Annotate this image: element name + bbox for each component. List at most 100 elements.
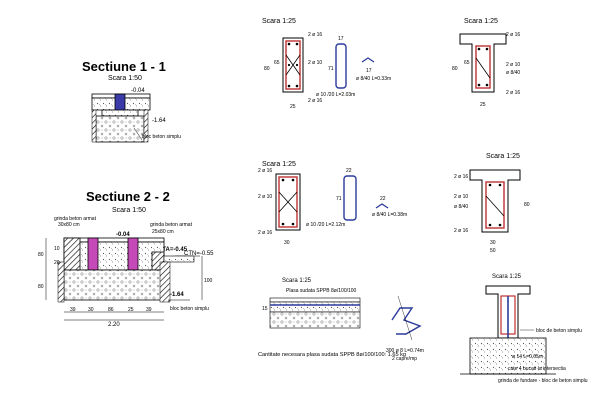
beam-a-bar3: 2 ø 16	[308, 98, 322, 104]
beam-detail-d: Scara 1:25 2 ø 16 2 ø 10 ø 8/40 2 ø 16 8…	[454, 153, 530, 254]
beam-c-hook-shape	[375, 203, 389, 209]
beam-c-dim30: 30	[284, 240, 290, 246]
ctn-label: CTN=-0.55	[184, 251, 214, 257]
found-scale: Scara 1:25	[492, 274, 522, 280]
beam-a-bar1: 2 ø 16	[308, 32, 322, 38]
chair-shape	[391, 307, 422, 335]
beam-c-detail: ø 8/40 L=0.38m	[372, 212, 407, 218]
grinda2-dim: 25x80 cm	[152, 229, 174, 235]
slab-dim: 15	[262, 306, 268, 312]
beam-a-scale: Scara 1:25	[262, 18, 296, 25]
beam-d-bar1: 2 ø 16	[454, 174, 468, 180]
section-2-beton-label: bloc beton simplu	[170, 306, 209, 312]
beam-a-stirrup-shape	[335, 43, 347, 89]
foundation-2	[63, 269, 165, 301]
soil-left	[91, 109, 97, 143]
section-1-1: Sectiune 1 - 1 Scara 1:50 -0.04 -1.64 bl…	[82, 59, 181, 143]
beam-detail-b: Scara 1:25 2 ø 16 2 ø 10 ø 8/40 2 ø 16 8…	[452, 18, 520, 108]
left-hatched-wall	[63, 237, 81, 271]
section-1-scale: Scara 1:50	[108, 75, 142, 82]
beam-c-stirrup-shape	[343, 175, 357, 221]
grinda1-label: grinda beton armat	[54, 216, 97, 222]
beam-d-scale: Scara 1:25	[486, 153, 520, 160]
beam-c-bar2: 2 ø 10	[258, 194, 272, 200]
found-label2: ø 14 L=0.65m	[512, 354, 543, 360]
beam-c-stirrup	[278, 176, 298, 228]
section-2-2: Sectiune 2 - 2 Scara 1:50 grinda beton a…	[38, 189, 214, 328]
beam-a-detail: ø 8/40 L=0.33m	[356, 76, 391, 82]
beam-b-outline	[459, 33, 507, 93]
section-1-level-bottom: -1.64	[152, 118, 166, 124]
chair-label: 300 ø 8 L=0.74m	[386, 348, 424, 354]
hdim-5: 39	[146, 307, 152, 313]
beam-a-bar2: 2 ø 10	[308, 60, 322, 66]
beam-a-dim25: 25	[290, 104, 296, 110]
beam-c-bar3: 2 ø 16	[258, 230, 272, 236]
slab-plasa: Plasa sudata SPPB 8ø/100/100	[286, 288, 357, 294]
chair-sub: 2 capre/mp	[392, 356, 417, 362]
vdim-5: 100	[204, 278, 213, 284]
beam-d-outline	[469, 169, 521, 233]
vdim-4: 20	[54, 260, 60, 266]
section-2-scale: Scara 1:50	[112, 207, 146, 214]
beam-detail-c: Scara 1:25 2 ø 16 2 ø 10 2 ø 16 ø 10 /20…	[258, 161, 407, 246]
found-label4: grinda de fundare - bloc de beton simplu	[498, 378, 588, 384]
beam-a-dim17: 17	[338, 36, 344, 42]
beam-b-bar2: 2 ø 10	[506, 62, 520, 68]
foundation-detail: Scara 1:25 bloc de beton simplu ø 14 L=0…	[460, 274, 588, 384]
hdim-2: 30	[88, 307, 94, 313]
slab-detail: Scara 1:25 Plasa sudata SPPB 8ø/100/100 …	[258, 278, 406, 358]
found-label3: cate 4 bucati la intersectia	[508, 366, 566, 372]
beam-a-dim71: 71	[328, 66, 334, 72]
beam-d-bar4: 2 ø 16	[454, 228, 468, 234]
beam-d-bar2: 2 ø 10	[454, 194, 468, 200]
hdim-total: 2.20	[108, 322, 120, 328]
beam-d-dim30: 30	[490, 240, 496, 246]
cta-label: CTA=-0.45	[158, 247, 188, 253]
beam-a-stirrup	[285, 40, 301, 90]
beam-d-dim50: 50	[490, 248, 496, 254]
beam-a-stirrup-label: ø 10 /20 L=2.03m	[316, 92, 355, 98]
hdim-4: 25	[128, 307, 134, 313]
beam-b-dim65: 65	[464, 60, 470, 66]
beam-d-dim80: 80	[524, 202, 530, 208]
section-1-beton-label: bloc beton simplu	[142, 134, 181, 140]
section-2-title: Sectiune 2 - 2	[86, 189, 170, 204]
foundation-block	[95, 115, 145, 143]
section-1-title: Sectiune 1 - 1	[82, 59, 166, 74]
section-1-level-top: -0.04	[131, 88, 145, 94]
soil-right	[143, 109, 149, 143]
slab-section-2	[63, 241, 165, 271]
beam-c-bar1: 2 ø 16	[258, 168, 272, 174]
beam-b-bar4: 2 ø 16	[506, 90, 520, 96]
beam-a-dim80: 80	[264, 66, 270, 72]
beam-c-dim71: 71	[336, 196, 342, 202]
section-2-level-top: -0.04	[116, 232, 130, 238]
beam-c-mark: 22	[380, 196, 386, 202]
beam-a-mark: 17	[366, 68, 372, 74]
grinda2-section	[127, 237, 139, 271]
beam-c-scale: Scara 1:25	[262, 161, 296, 168]
beam	[101, 109, 139, 117]
beam-b-scale: Scara 1:25	[464, 18, 498, 25]
beam-detail-a: Scara 1:25 2 ø 16 2 ø 10 2 ø 16 ø 10 /20…	[262, 18, 391, 110]
beam-d-bar3: ø 8/40	[454, 204, 468, 210]
slab-scale: Scara 1:25	[282, 278, 312, 284]
grinda1-section	[87, 237, 99, 271]
beam-c-stirrup-label: ø 10 /20 L=2.12m	[306, 222, 345, 228]
beam-b-bar3: ø 8/40	[506, 70, 520, 76]
hdim-3: 86	[108, 307, 114, 313]
chair-detail: 300 ø 8 L=0.74m 2 capre/mp	[386, 295, 424, 362]
beam-b-dim80: 80	[452, 66, 458, 72]
beam-c-dim22: 22	[346, 168, 352, 174]
vdim-2: 80	[38, 284, 44, 290]
grinda2-label: grinda beton armat	[150, 222, 193, 228]
slab-qty: Cantitate necesara plasa sudata SPPB 8ø/…	[258, 352, 406, 358]
beam-b-dim25: 25	[480, 102, 486, 108]
found-label1: bloc de beton simplu	[536, 328, 582, 334]
vdim-3: 10	[54, 246, 60, 252]
hdim-1: 39	[70, 307, 76, 313]
grinda1-dim: 30x80 cm	[58, 222, 80, 228]
beam-a-hook-shape	[361, 57, 375, 63]
